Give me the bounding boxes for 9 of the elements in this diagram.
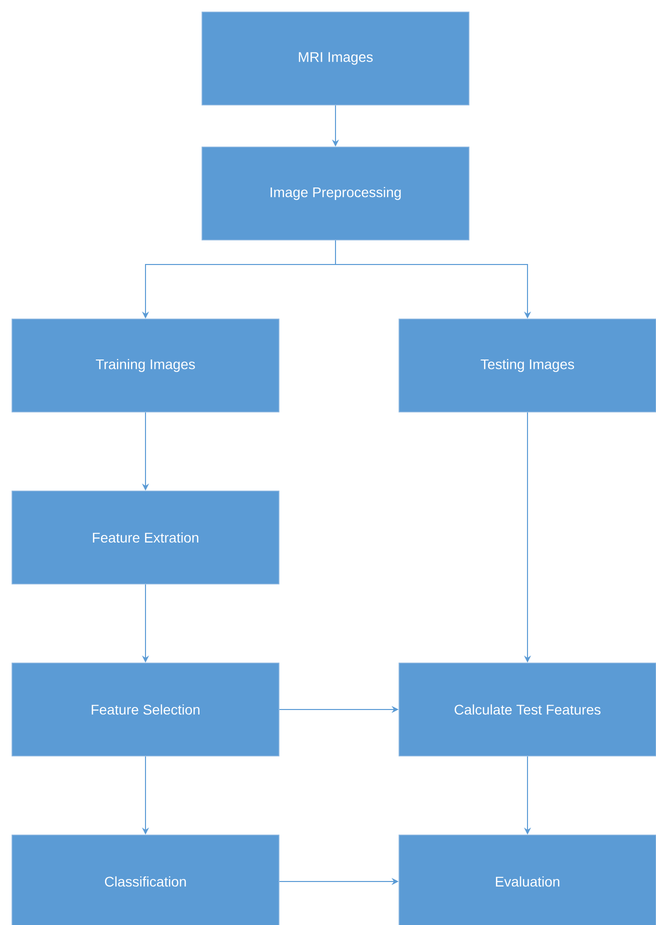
process-box: Testing Images [398, 318, 656, 412]
process-box: Training Images [12, 318, 280, 412]
process-box: Calculate Test Features [398, 662, 656, 756]
process-box: MRI Images [202, 12, 470, 106]
process-box: Evaluation [398, 834, 656, 925]
process-box: Image Preprocessing [202, 146, 470, 240]
process-box: Classification [12, 834, 280, 925]
process-box: Feature Extration [12, 490, 280, 584]
process-box: Feature Selection [12, 662, 280, 756]
